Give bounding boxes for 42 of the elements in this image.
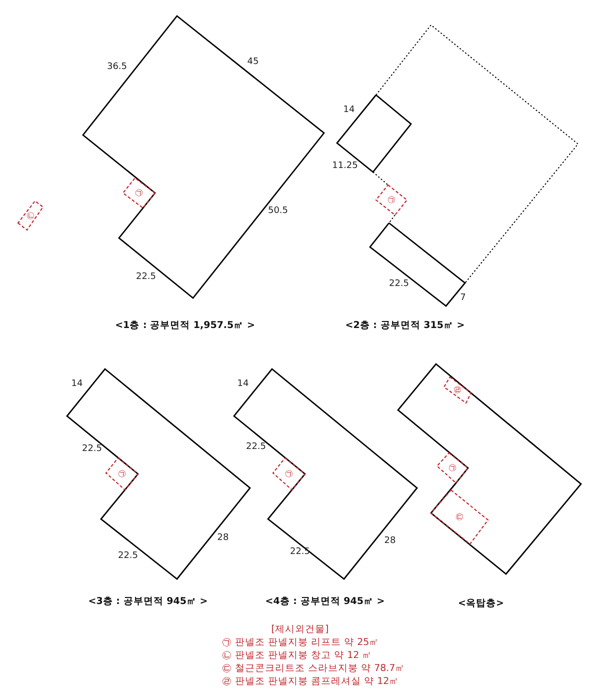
note-text: ㉢ 철근콘크리트조 스라브지붕 약 78.7㎡ [222,664,406,674]
dimension-label: 7 [460,294,466,304]
floor-caption: <3층 : 공부면적 945㎡ > [88,596,208,608]
dashed-structure-box [376,185,407,215]
note-text: ㉡ 판넬조 판넬지붕 창고 약 12 ㎡ [222,650,372,662]
dimension-label: 28 [384,537,396,547]
dashed-structure-box [273,458,305,490]
circled-letter: ㉠ [388,196,396,204]
dimension-label: 22.5 [388,280,410,290]
circled-letter: ㉡ [26,212,34,220]
note-text: ㉣ 판넬조 판넬지붕 콤프레셔실 약 12㎡ [222,676,400,688]
dimension-label: 14 [71,380,83,390]
dimension-label: 45 [247,58,259,68]
dimension-label: 22.5 [136,273,156,283]
circled-letter: ㉢ [456,513,464,521]
dashed-structure-box [431,490,488,544]
dimension-label: 22.5 [246,443,266,453]
dimension-label: 22.5 [82,445,102,455]
floor-caption: <1층 : 공부면적 1,957.5㎡ > [115,320,255,332]
dimension-label: 11.25 [332,162,358,172]
dimension-label: 14 [343,106,355,116]
dashed-structure-box [18,201,43,230]
circled-letter: ㉣ [454,386,462,394]
circled-letter: ㉠ [135,189,143,197]
circled-letter: ㉠ [448,464,456,472]
dimension-label: 22.5 [118,552,138,562]
dashed-structure-box [444,377,471,403]
floor-caption: <2층 : 공부면적 315㎡ > [345,320,465,332]
dimension-label: 28 [217,534,229,544]
dimension-label: 22.5 [290,548,310,558]
dashed-structure-box [437,453,468,483]
circled-letter: ㉠ [285,470,293,478]
note-title: [제시외건물] [271,624,329,636]
floor-caption: <4층 : 공부면적 945㎡ > [265,596,385,608]
dimension-label: 36.5 [106,63,128,73]
dimension-label: 14 [237,380,249,390]
dashed-structure-box [106,458,138,490]
note-text: ㉠ 판넬조 판넬지붕 리프트 약 25㎡ [222,638,380,648]
circled-letter: ㉠ [118,470,126,478]
floor-caption: <옥탑층> [458,598,504,610]
dashed-structure-box [123,178,155,208]
dimension-label: 50.5 [268,207,288,217]
